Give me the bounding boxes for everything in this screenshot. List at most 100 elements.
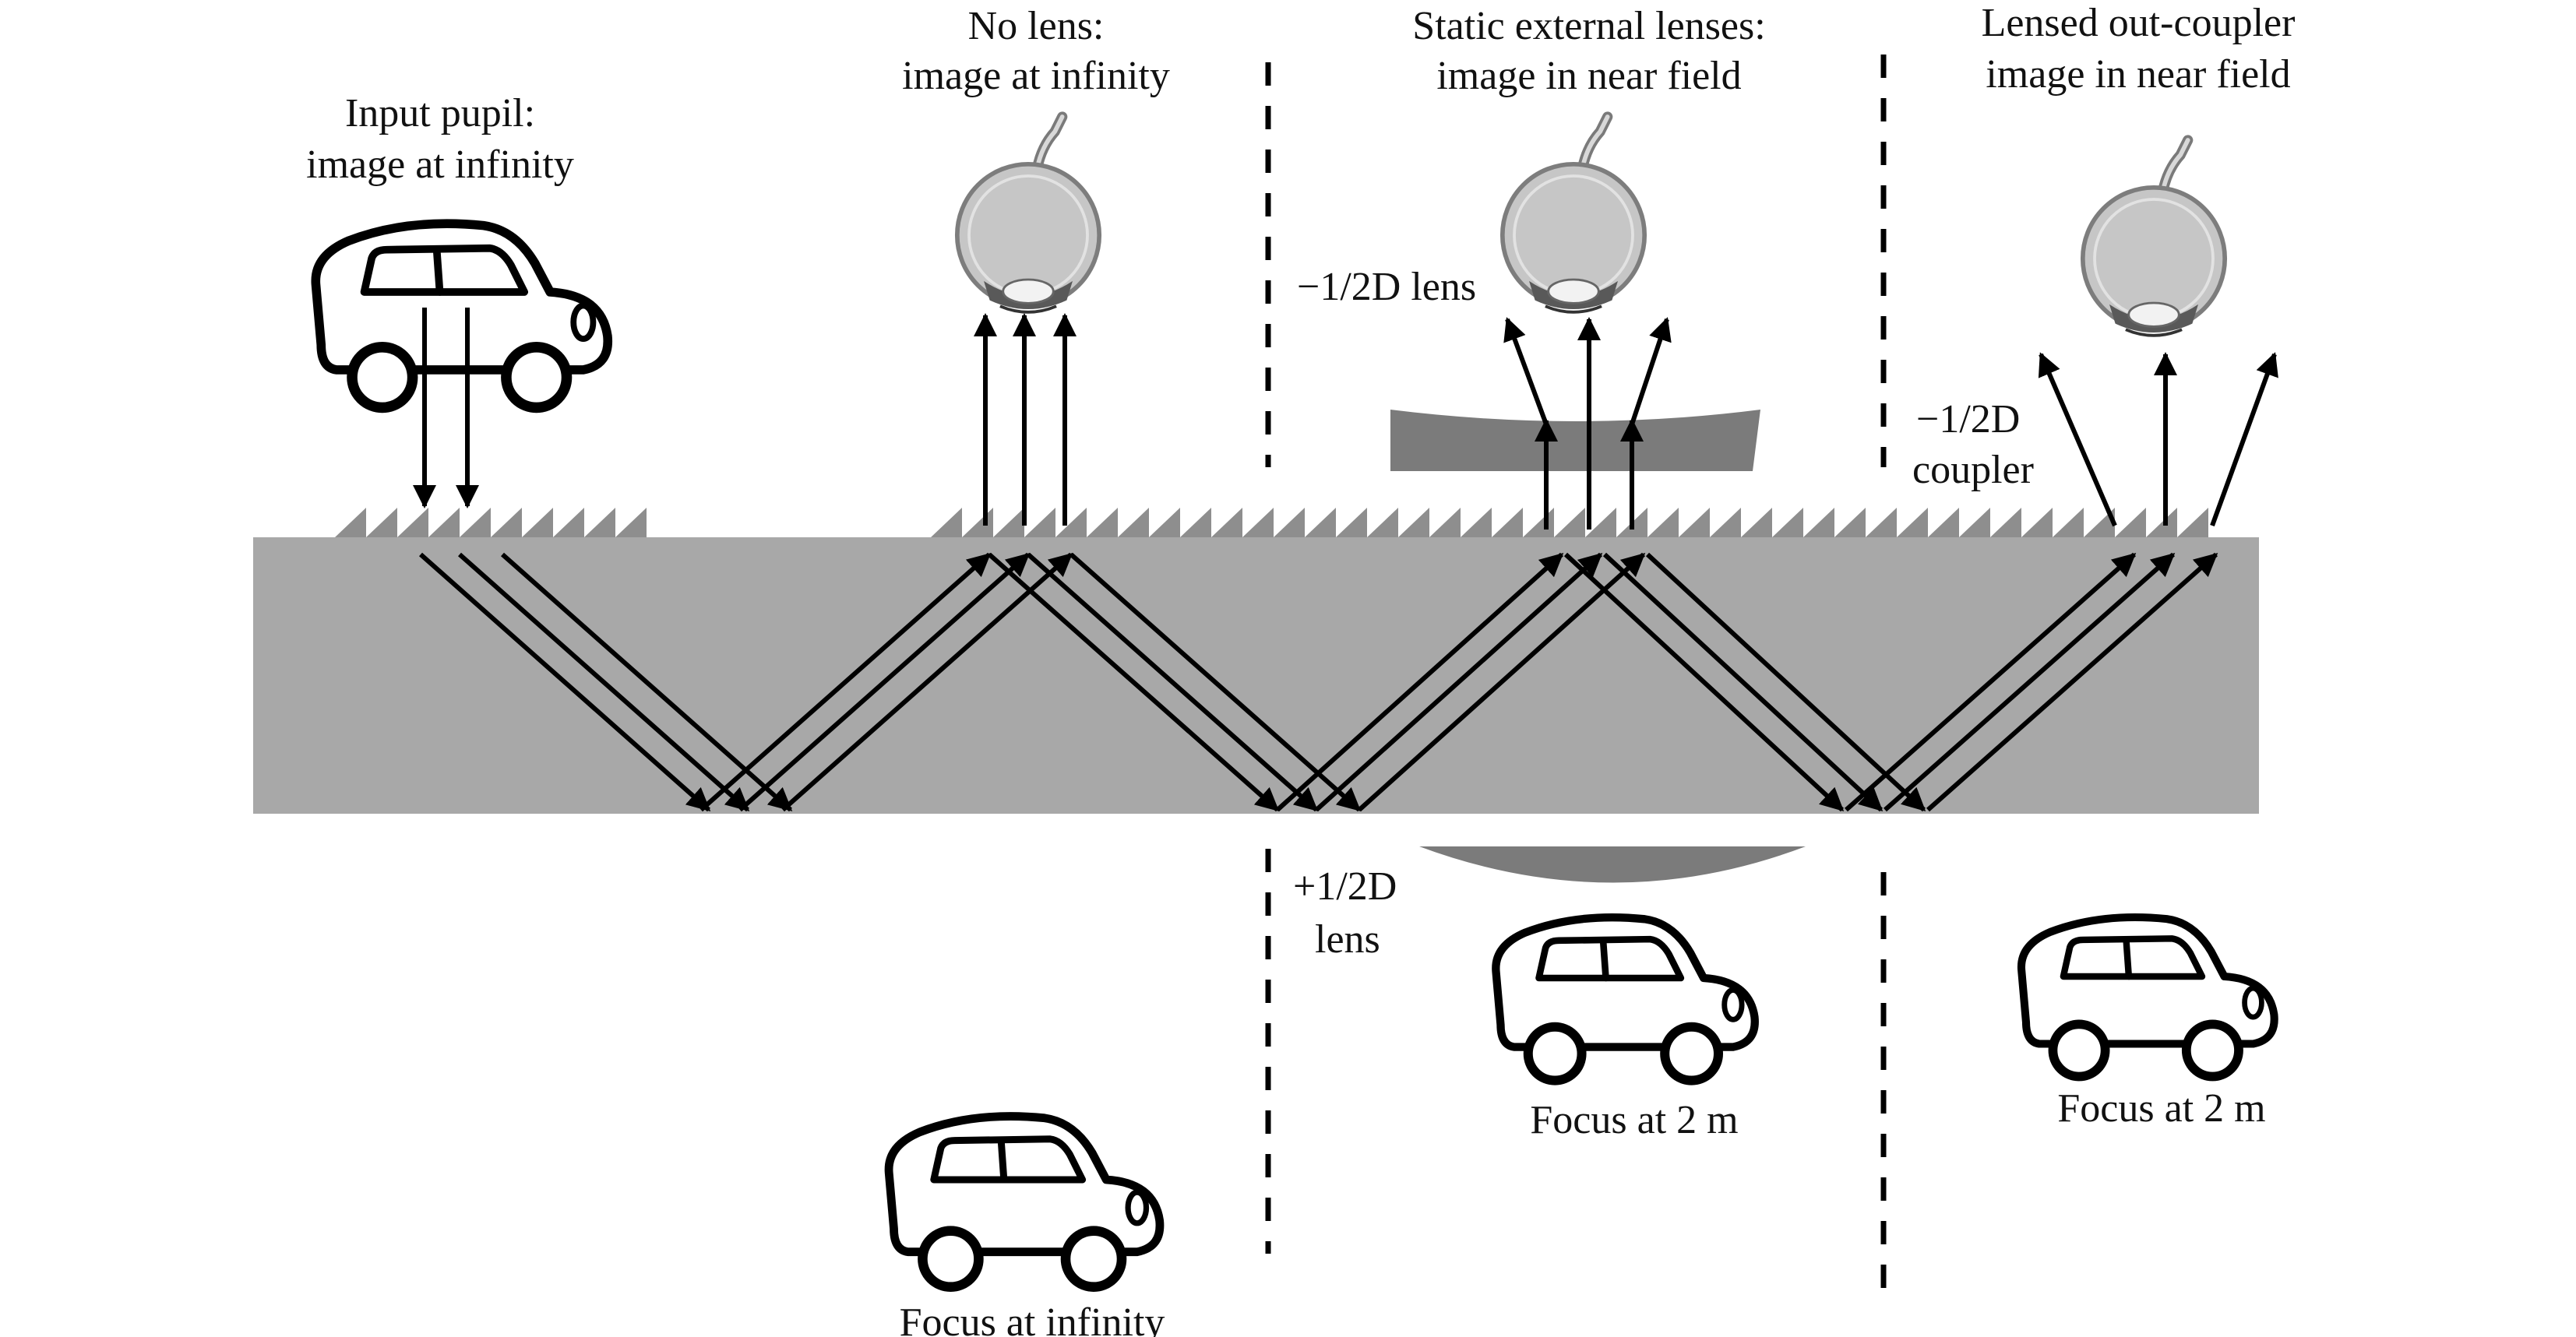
grating-tooth <box>1990 508 2021 537</box>
grating-tooth <box>1803 508 1834 537</box>
eye-icon <box>2083 140 2225 336</box>
grating-tooth <box>1710 508 1741 537</box>
ray-arrow <box>1630 317 1672 425</box>
minus-half-diopter-lens <box>1390 410 1760 471</box>
grating-tooth <box>1211 508 1242 537</box>
plus-half-diopter-lens <box>1419 846 1806 883</box>
ray-arrow <box>700 552 992 812</box>
grating-tooth <box>1554 508 1585 537</box>
grating-tooth <box>2146 508 2177 537</box>
focus-infinity-label: Focus at infinity <box>900 1300 1165 1337</box>
ray-arrow <box>1357 552 1646 812</box>
ray-arrow <box>1070 552 1362 812</box>
grating-tooth <box>1149 508 1180 537</box>
minus-coupler-label-line-2: coupler <box>1912 448 2034 492</box>
in-coupler-grating <box>335 508 647 537</box>
grating-tooth <box>1429 508 1461 537</box>
car-icon <box>2021 917 2275 1077</box>
ray-arrows <box>413 308 2278 812</box>
grating-tooth <box>460 508 491 537</box>
grating-tooth <box>1274 508 1305 537</box>
grating-tooth <box>1523 508 1554 537</box>
static-title-line-1: Static external lenses: <box>1412 4 1765 48</box>
car-icon <box>315 223 608 407</box>
car-icon <box>889 1117 1160 1287</box>
grating-tooth <box>1180 508 1211 537</box>
grating-tooth <box>335 508 366 537</box>
grating-tooth <box>1367 508 1398 537</box>
lensed-title-line-1: Lensed out-coupler <box>1982 1 2296 45</box>
grating-tooth <box>1398 508 1429 537</box>
lensed-title-line-2: image in near field <box>1986 52 2290 97</box>
grating-tooth <box>993 508 1024 537</box>
out-coupler-grating <box>931 508 2208 537</box>
grating-tooth <box>1741 508 1772 537</box>
grating-tooth <box>1242 508 1274 537</box>
grating-tooth <box>1024 508 1055 537</box>
ray-arrow <box>1926 552 2218 812</box>
ray-arrow <box>501 552 793 812</box>
grating-tooth <box>1834 508 1866 537</box>
grating-tooth <box>931 508 962 537</box>
ray-arrow <box>419 552 711 812</box>
grating-tooth <box>553 508 584 537</box>
grating-tooth <box>1118 508 1149 537</box>
ray-arrow <box>458 552 750 812</box>
plus-lens-label-line-2: lens <box>1315 917 1380 962</box>
grating-tooth <box>1336 508 1367 537</box>
input-title-line-2: image at infinity <box>306 142 574 187</box>
grating-tooth <box>1461 508 1492 537</box>
eye-icon <box>957 117 1099 312</box>
grating-tooth <box>1647 508 1679 537</box>
input-title-line-1: Input pupil: <box>345 91 535 135</box>
grating-tooth <box>1492 508 1523 537</box>
grating-tooth <box>962 508 993 537</box>
ray-arrow <box>738 552 1031 812</box>
waveguide-slab <box>253 537 2259 814</box>
grating-tooth <box>428 508 460 537</box>
ray-arrow <box>1503 317 1549 426</box>
focus-2m-static-label: Focus at 2 m <box>1530 1098 1738 1142</box>
ray-arrow <box>1845 552 2137 812</box>
grating-tooth <box>1055 508 1087 537</box>
grating-tooth <box>615 508 647 537</box>
ray-arrow <box>988 552 1280 812</box>
grating-tooth <box>397 508 428 537</box>
plus-lens-label-line-1: +1/2D <box>1293 864 1397 909</box>
ray-arrow <box>2038 352 2117 527</box>
grating-tooth <box>491 508 522 537</box>
grating-tooth <box>1928 508 1959 537</box>
eye-icon <box>1503 117 1644 312</box>
focus-2m-lensed-label: Focus at 2 m <box>2057 1086 2265 1131</box>
ray-arrow <box>1645 552 1926 812</box>
grating-tooth <box>2084 508 2115 537</box>
grating-tooth <box>2177 508 2208 537</box>
ray-arrow <box>781 552 1073 812</box>
grating-tooth <box>2053 508 2084 537</box>
ray-arrow <box>2210 352 2278 527</box>
grating-tooth <box>1087 508 1118 537</box>
ray-arrow <box>1884 552 2176 812</box>
grating-tooth <box>522 508 553 537</box>
static-title-line-2: image in near field <box>1436 54 1741 98</box>
grating-tooth <box>2115 508 2146 537</box>
ray-arrow <box>1602 552 1884 812</box>
grating-tooth <box>1866 508 1897 537</box>
grating-tooth <box>1585 508 1616 537</box>
grating-tooth <box>366 508 397 537</box>
car-icon <box>1496 917 1754 1080</box>
grating-tooth <box>2021 508 2053 537</box>
ray-arrow <box>1563 552 1845 812</box>
nolens-title-line-1: No lens: <box>968 4 1105 48</box>
ray-arrow <box>1314 552 1603 812</box>
grating-tooth <box>1679 508 1710 537</box>
minus-lens-label: −1/2D lens <box>1297 265 1476 309</box>
nolens-title-line-2: image at infinity <box>902 54 1170 98</box>
grating-tooth <box>584 508 615 537</box>
grating-tooth <box>1959 508 1990 537</box>
minus-coupler-label-line-1: −1/2D <box>1916 397 2020 442</box>
grating-tooth <box>1897 508 1928 537</box>
grating-tooth <box>1305 508 1336 537</box>
ray-arrow <box>1027 552 1319 812</box>
